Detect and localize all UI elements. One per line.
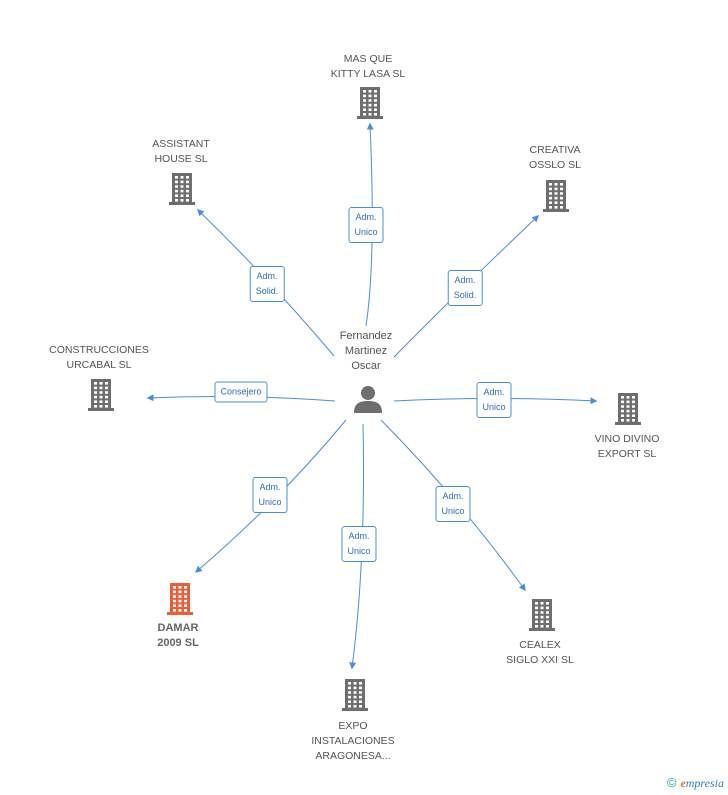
role-text: Consejero <box>220 386 262 397</box>
role-badge-construcciones-urcabal: Consejero <box>214 381 268 403</box>
building-icon[interactable] <box>342 679 368 711</box>
brand-initial: e <box>680 776 686 790</box>
role-text: Unico <box>258 497 282 507</box>
company-name-line: INSTALACIONES <box>311 735 395 747</box>
role-badge-damar-2009: Adm. Unico <box>252 477 288 513</box>
brand-name: mpresia <box>685 776 724 790</box>
company-name-line: DAMAR <box>157 622 199 634</box>
company-name-line: URCABAL SL <box>66 359 132 371</box>
company-name-line: CEALEX <box>519 639 561 651</box>
company-name-line: VINO DIVINO <box>594 433 660 445</box>
company-name-line: CONSTRUCCIONES <box>49 344 149 356</box>
building-icon[interactable] <box>357 87 383 119</box>
role-text: Adm. <box>256 271 278 281</box>
building-icon[interactable] <box>543 180 569 212</box>
role-text: Adm. <box>454 275 476 285</box>
role-text: Unico <box>354 227 378 237</box>
company-name-line: ASSISTANT <box>152 138 210 150</box>
building-icon[interactable] <box>529 599 555 631</box>
company-icons <box>88 87 641 711</box>
company-name-line: EXPO <box>338 720 368 732</box>
company-label-mas-que-kitty-lasa[interactable]: MAS QUE KITTY LASA SL <box>331 52 406 82</box>
company-label-creativa-osslo[interactable]: CREATIVA OSSLO SL <box>529 143 581 173</box>
center-name-line: Fernandez <box>339 330 393 342</box>
role-text: Adm. <box>483 387 505 397</box>
building-icon[interactable] <box>167 583 193 615</box>
company-name-line: ARAGONESA... <box>315 750 391 762</box>
company-label-vino-divino-export[interactable]: VINO DIVINO EXPORT SL <box>595 432 660 462</box>
role-text: Solid. <box>453 290 477 300</box>
person-icon <box>354 386 382 413</box>
company-name-line: MAS QUE <box>343 53 393 65</box>
role-badge-creativa-osslo: Adm. Solid. <box>447 270 483 306</box>
building-icon[interactable] <box>88 379 114 411</box>
company-label-assistant-house[interactable]: ASSISTANT HOUSE SL <box>152 137 210 167</box>
building-icon[interactable] <box>615 393 641 425</box>
center-person-name[interactable]: Fernandez Martinez Oscar <box>340 329 393 374</box>
role-badge-cealex-siglo-xxi: Adm. Unico <box>435 486 471 522</box>
role-text: Adm. <box>355 212 377 222</box>
role-badge-mas-que-kitty-lasa: Adm. Unico <box>348 207 384 243</box>
company-label-cealex-siglo-xxi[interactable]: CEALEX SIGLO XXI SL <box>506 638 574 668</box>
role-badge-assistant-house: Adm. Solid. <box>249 266 285 302</box>
role-text: Unico <box>441 506 465 516</box>
role-badge-vino-divino-export: Adm. Unico <box>476 382 512 418</box>
company-name-line: HOUSE SL <box>154 153 208 165</box>
role-badge-expo-instalaciones-aragonesa: Adm. Unico <box>341 526 377 562</box>
company-label-damar-2009[interactable]: DAMAR 2009 SL <box>157 621 199 651</box>
company-label-construcciones-urcabal[interactable]: CONSTRUCCIONES URCABAL SL <box>49 343 149 373</box>
role-text: Unico <box>347 546 371 556</box>
company-name-line: OSSLO SL <box>529 159 581 171</box>
building-icon[interactable] <box>169 173 195 205</box>
company-name-line: EXPORT SL <box>597 448 657 460</box>
company-name-line: KITTY LASA SL <box>330 68 406 80</box>
role-text: Unico <box>482 402 506 412</box>
company-name-line: 2009 SL <box>157 637 199 649</box>
company-label-expo-instalaciones-aragonesa[interactable]: EXPO INSTALACIONES ARAGONESA... <box>311 719 394 764</box>
center-name-line: Oscar <box>351 360 381 372</box>
company-name-line: SIGLO XXI SL <box>506 654 574 666</box>
empresia-watermark[interactable]: ©empresia <box>667 775 724 791</box>
copyright-symbol: © <box>666 775 677 790</box>
company-name-line: CREATIVA <box>529 144 581 156</box>
center-name-line: Martinez <box>344 345 388 357</box>
role-text: Adm. <box>442 491 464 501</box>
role-text: Adm. <box>259 482 281 492</box>
role-text: Adm. <box>348 531 370 541</box>
role-text: Solid. <box>255 286 279 296</box>
